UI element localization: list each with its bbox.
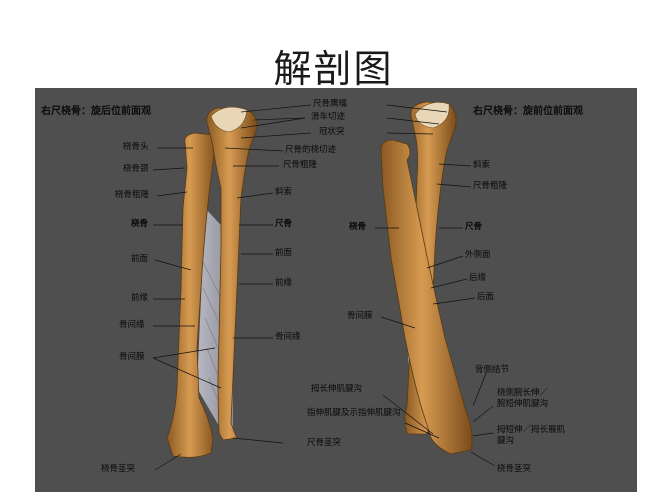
label-ulna-left: 尺骨 [275, 219, 293, 229]
label-ecr-groove: 桡侧腕长伸／腕短伸肌腱沟 [497, 388, 549, 409]
label-anterior-border-center: 前缘 [275, 278, 293, 288]
label-extensor-groove: 指伸肌腱及示指伸肌腱沟 [307, 408, 401, 418]
label-epl-groove: 拇长伸肌腱沟 [311, 384, 363, 394]
label-radial-styloid-right: 桡骨茎突 [497, 464, 532, 474]
label-apl-groove: 拇短伸／拇长展肌腱沟 [497, 425, 566, 446]
label-radial-tuberosity: 桡骨粗隆 [115, 190, 150, 200]
right-radius-shape [380, 139, 473, 455]
label-interosseous-border-left: 骨间缘 [119, 320, 145, 330]
right-figure [380, 101, 473, 455]
leader-lines [152, 104, 496, 471]
label-radial-styloid-left: 桡骨茎突 [101, 464, 136, 474]
label-radius: 桡骨 [131, 219, 149, 229]
label-radial-notch: 尺骨的桡切迹 [285, 145, 337, 155]
label-trochlear-notch: 滑车切迹 [311, 112, 346, 122]
label-interosseous-membrane-left: 骨间膜 [119, 352, 145, 362]
label-ulnar-styloid: 尺骨茎突 [307, 438, 342, 448]
left-panel-heading: 右尺桡骨：旋后位前面观 [41, 106, 151, 117]
label-lateral-surface: 外侧面 [465, 250, 491, 260]
label-radial-neck: 桡骨颈 [123, 164, 149, 174]
right-olecranon-cap [414, 102, 450, 129]
label-oblique-cord-left: 斜索 [275, 187, 293, 197]
label-ulna-right: 尺骨 [465, 222, 483, 232]
label-dorsal-tubercle: 背侧结节 [475, 365, 510, 375]
slide-title: 解剖图 [273, 47, 394, 91]
label-interosseous-membrane-right: 骨间膜 [347, 311, 373, 321]
left-figure [166, 106, 258, 458]
label-coronoid-process: 冠状突 [319, 127, 345, 137]
left-olecranon-cap [210, 106, 248, 133]
label-anterior-surface-left: 前面 [131, 254, 149, 264]
label-interosseous-border-center: 骨间缘 [275, 332, 301, 342]
label-posterior-surface: 后面 [477, 292, 495, 302]
forearm-bones-illustration [152, 101, 496, 471]
right-panel-heading: 右尺桡骨：旋前位前面观 [473, 106, 583, 117]
label-radial-head: 桡骨头 [123, 142, 149, 152]
label-posterior-border: 后缘 [469, 273, 487, 283]
label-anterior-border-left: 前缘 [131, 293, 149, 303]
label-anterior-surface-center: 前面 [275, 248, 293, 258]
label-radius-right: 桡骨 [349, 222, 367, 232]
anatomy-plate: 右尺桡骨：旋后位前面观 右尺桡骨：旋前位前面观 桡骨头 桡骨颈 桡骨粗隆 桡骨 … [35, 88, 637, 492]
label-ulnar-tuberosity-left: 尺骨粗隆 [283, 160, 318, 170]
label-ulnar-tuberosity-right: 尺骨粗隆 [473, 181, 508, 191]
label-oblique-cord-right: 斜索 [473, 160, 491, 170]
label-olecranon: 尺骨鹰嘴 [313, 99, 348, 109]
